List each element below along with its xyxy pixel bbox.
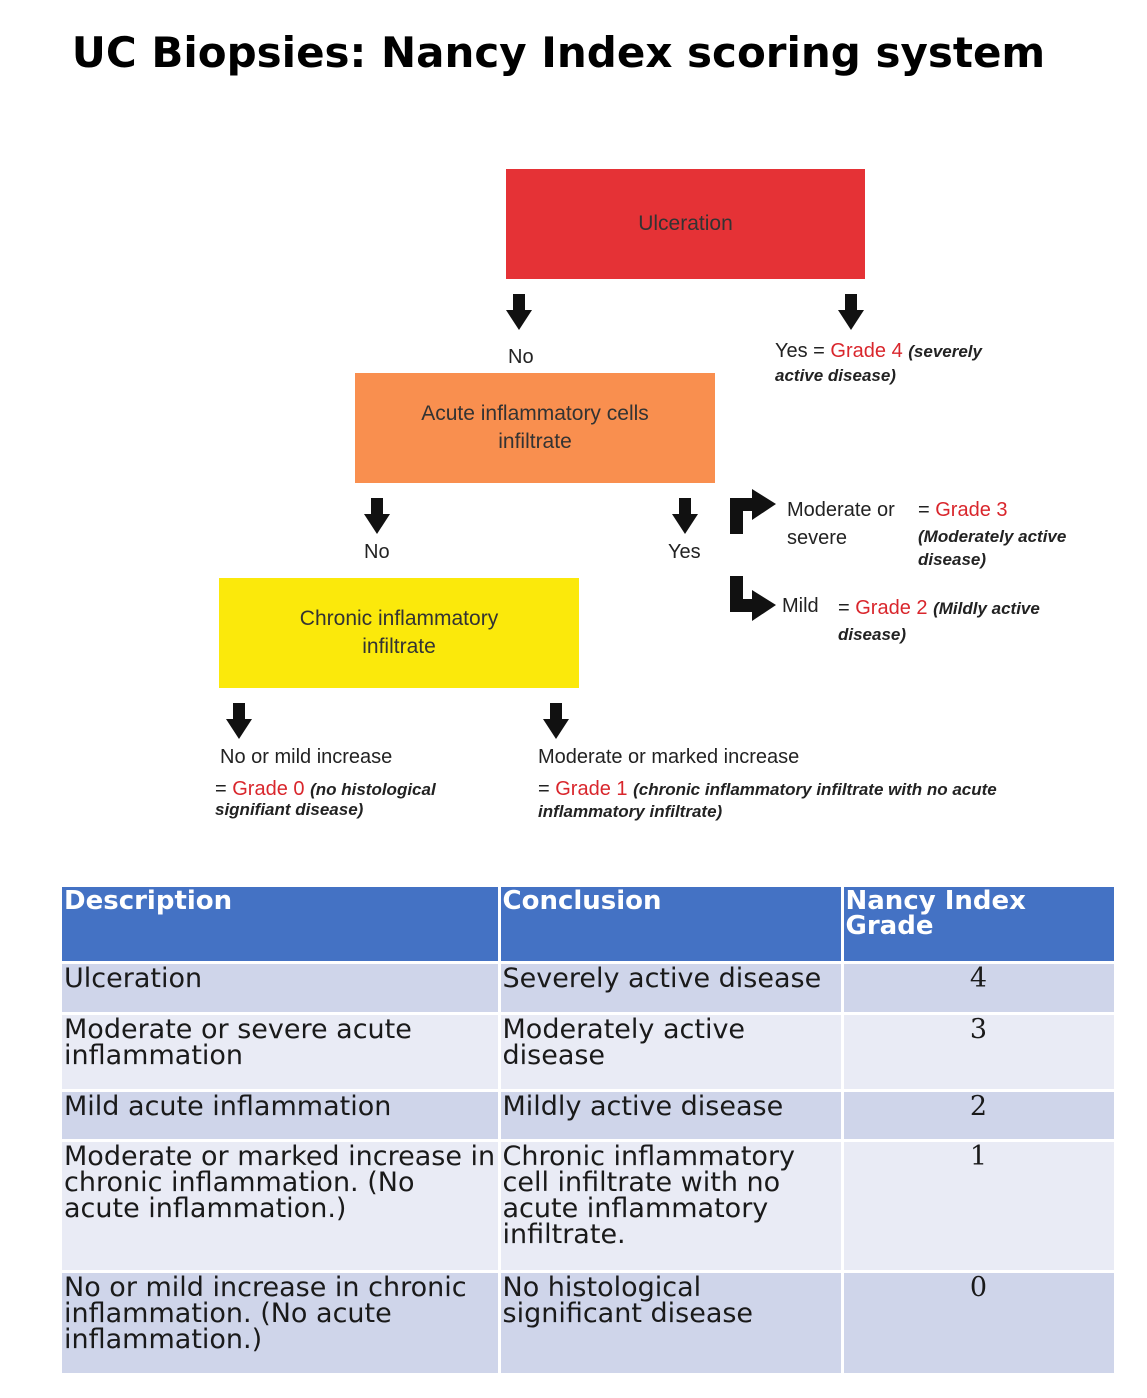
header-grade: Nancy Index Grade — [842, 887, 1117, 964]
table-row: Moderate or marked increase in chronic i… — [62, 1140, 1117, 1273]
grade-3-outcome: = Grade 3 — [918, 499, 1008, 522]
moderate-severe-label-1: Moderate or — [787, 499, 895, 521]
grade-2-note-1: (Mildly active — [933, 599, 1040, 618]
arrow-down-icon — [364, 498, 390, 534]
grade-4-prefix: Yes = — [775, 340, 831, 362]
row-description: Moderate or severe acute inflammation — [62, 1013, 501, 1092]
arrow-down-icon — [838, 294, 864, 330]
row-grade: 0 — [842, 1271, 1117, 1376]
row-description: Mild acute inflammation — [62, 1090, 501, 1142]
grade-4-outcome: Yes = Grade 4 (severely — [775, 340, 982, 363]
grade-3-note-2: disease) — [918, 550, 987, 569]
row-description: No or mild increase in chronic inflammat… — [62, 1271, 501, 1376]
row-conclusion: Moderately active disease — [499, 1013, 844, 1092]
table-row: Mild acute inflammation Mildly active di… — [62, 1090, 1117, 1142]
grade-2-eq: = — [838, 597, 856, 619]
chronic-no-label: No or mild increase — [220, 746, 393, 768]
row-grade: 1 — [842, 1140, 1117, 1273]
acute-infiltrate-box: Acute inflammatory cells infiltrate — [355, 373, 715, 483]
grade-2-outcome: = Grade 2 (Mildly active — [838, 597, 1040, 620]
table-row: Ulceration Severely active disease 4 — [62, 962, 1117, 1015]
arrow-down-icon — [543, 703, 569, 739]
row-conclusion: Severely active disease — [499, 962, 844, 1015]
arrow-down-icon — [672, 498, 698, 534]
grade-4-note-1: (severely — [908, 342, 982, 361]
row-conclusion: Chronic inflammatory cell infiltrate wit… — [499, 1140, 844, 1273]
chronic-box-line-2: infiltrate — [362, 635, 436, 658]
arrow-down-icon — [226, 703, 252, 739]
acute-yes-label: Yes — [668, 541, 701, 563]
row-grade: 2 — [842, 1090, 1117, 1142]
arrow-down-icon — [506, 294, 532, 330]
grade-0-outcome: = Grade 0 (no histological — [215, 778, 436, 801]
acute-box-line-2: infiltrate — [498, 430, 572, 453]
row-conclusion: No histological significant disease — [499, 1271, 844, 1376]
grade-4-note-2: active disease) — [775, 366, 896, 385]
row-conclusion: Mildly active disease — [499, 1090, 844, 1142]
ulceration-box: Ulceration — [506, 169, 865, 279]
grade-3-label: Grade 3 — [935, 499, 1008, 521]
arrow-turn-right-icon — [730, 489, 776, 534]
mild-label: Mild — [782, 595, 819, 617]
grade-0-note-2: signifiant disease) — [215, 800, 364, 819]
row-description: Moderate or marked increase in chronic i… — [62, 1140, 501, 1273]
grade-1-note-2: inflammatory infiltrate) — [538, 802, 723, 821]
grade-2-label: Grade 2 — [855, 597, 928, 619]
grade-1-label: Grade 1 — [555, 778, 628, 800]
ulceration-label: Ulceration — [638, 212, 733, 235]
header-description: Description — [62, 887, 501, 964]
grade-3-eq: = — [918, 499, 936, 521]
flow-arrows — [226, 294, 864, 739]
moderate-severe-label-2: severe — [787, 527, 848, 549]
grade-1-eq: = — [538, 778, 556, 800]
grade-2-note-2: disease) — [838, 625, 907, 644]
grade-0-label: Grade 0 — [232, 778, 305, 800]
page-title: UC Biopsies: Nancy Index scoring system — [71, 28, 1046, 77]
table-header-row: Description Conclusion Nancy Index Grade — [62, 887, 1117, 964]
grade-1-note-1: (chronic inflammatory infiltrate with no… — [633, 780, 997, 799]
row-grade: 4 — [842, 962, 1117, 1015]
table-row: No or mild increase in chronic inflammat… — [62, 1271, 1117, 1376]
grade-3-note-1: (Moderately active — [918, 527, 1067, 546]
table-row: Moderate or severe acute inflammation Mo… — [62, 1013, 1117, 1092]
ulceration-no-label: No — [508, 346, 534, 368]
header-conclusion: Conclusion — [499, 887, 844, 964]
arrow-turn-right-icon — [730, 576, 776, 621]
row-description: Ulceration — [62, 962, 501, 1015]
row-grade: 3 — [842, 1013, 1117, 1092]
chronic-infiltrate-box: Chronic inflammatory infiltrate — [219, 578, 579, 688]
acute-no-label: No — [364, 541, 390, 563]
grade-0-eq: = — [215, 778, 233, 800]
acute-box-line-1: Acute inflammatory cells — [421, 402, 649, 425]
grade-0-note-1: (no histological — [310, 780, 436, 799]
grade-4-label: Grade 4 — [830, 340, 903, 362]
nancy-index-table: Description Conclusion Nancy Index Grade… — [62, 887, 1117, 1376]
chronic-box-line-1: Chronic inflammatory — [299, 607, 499, 630]
grade-1-outcome: = Grade 1 (chronic inflammatory infiltra… — [538, 778, 997, 801]
chronic-yes-label: Moderate or marked increase — [538, 746, 800, 768]
